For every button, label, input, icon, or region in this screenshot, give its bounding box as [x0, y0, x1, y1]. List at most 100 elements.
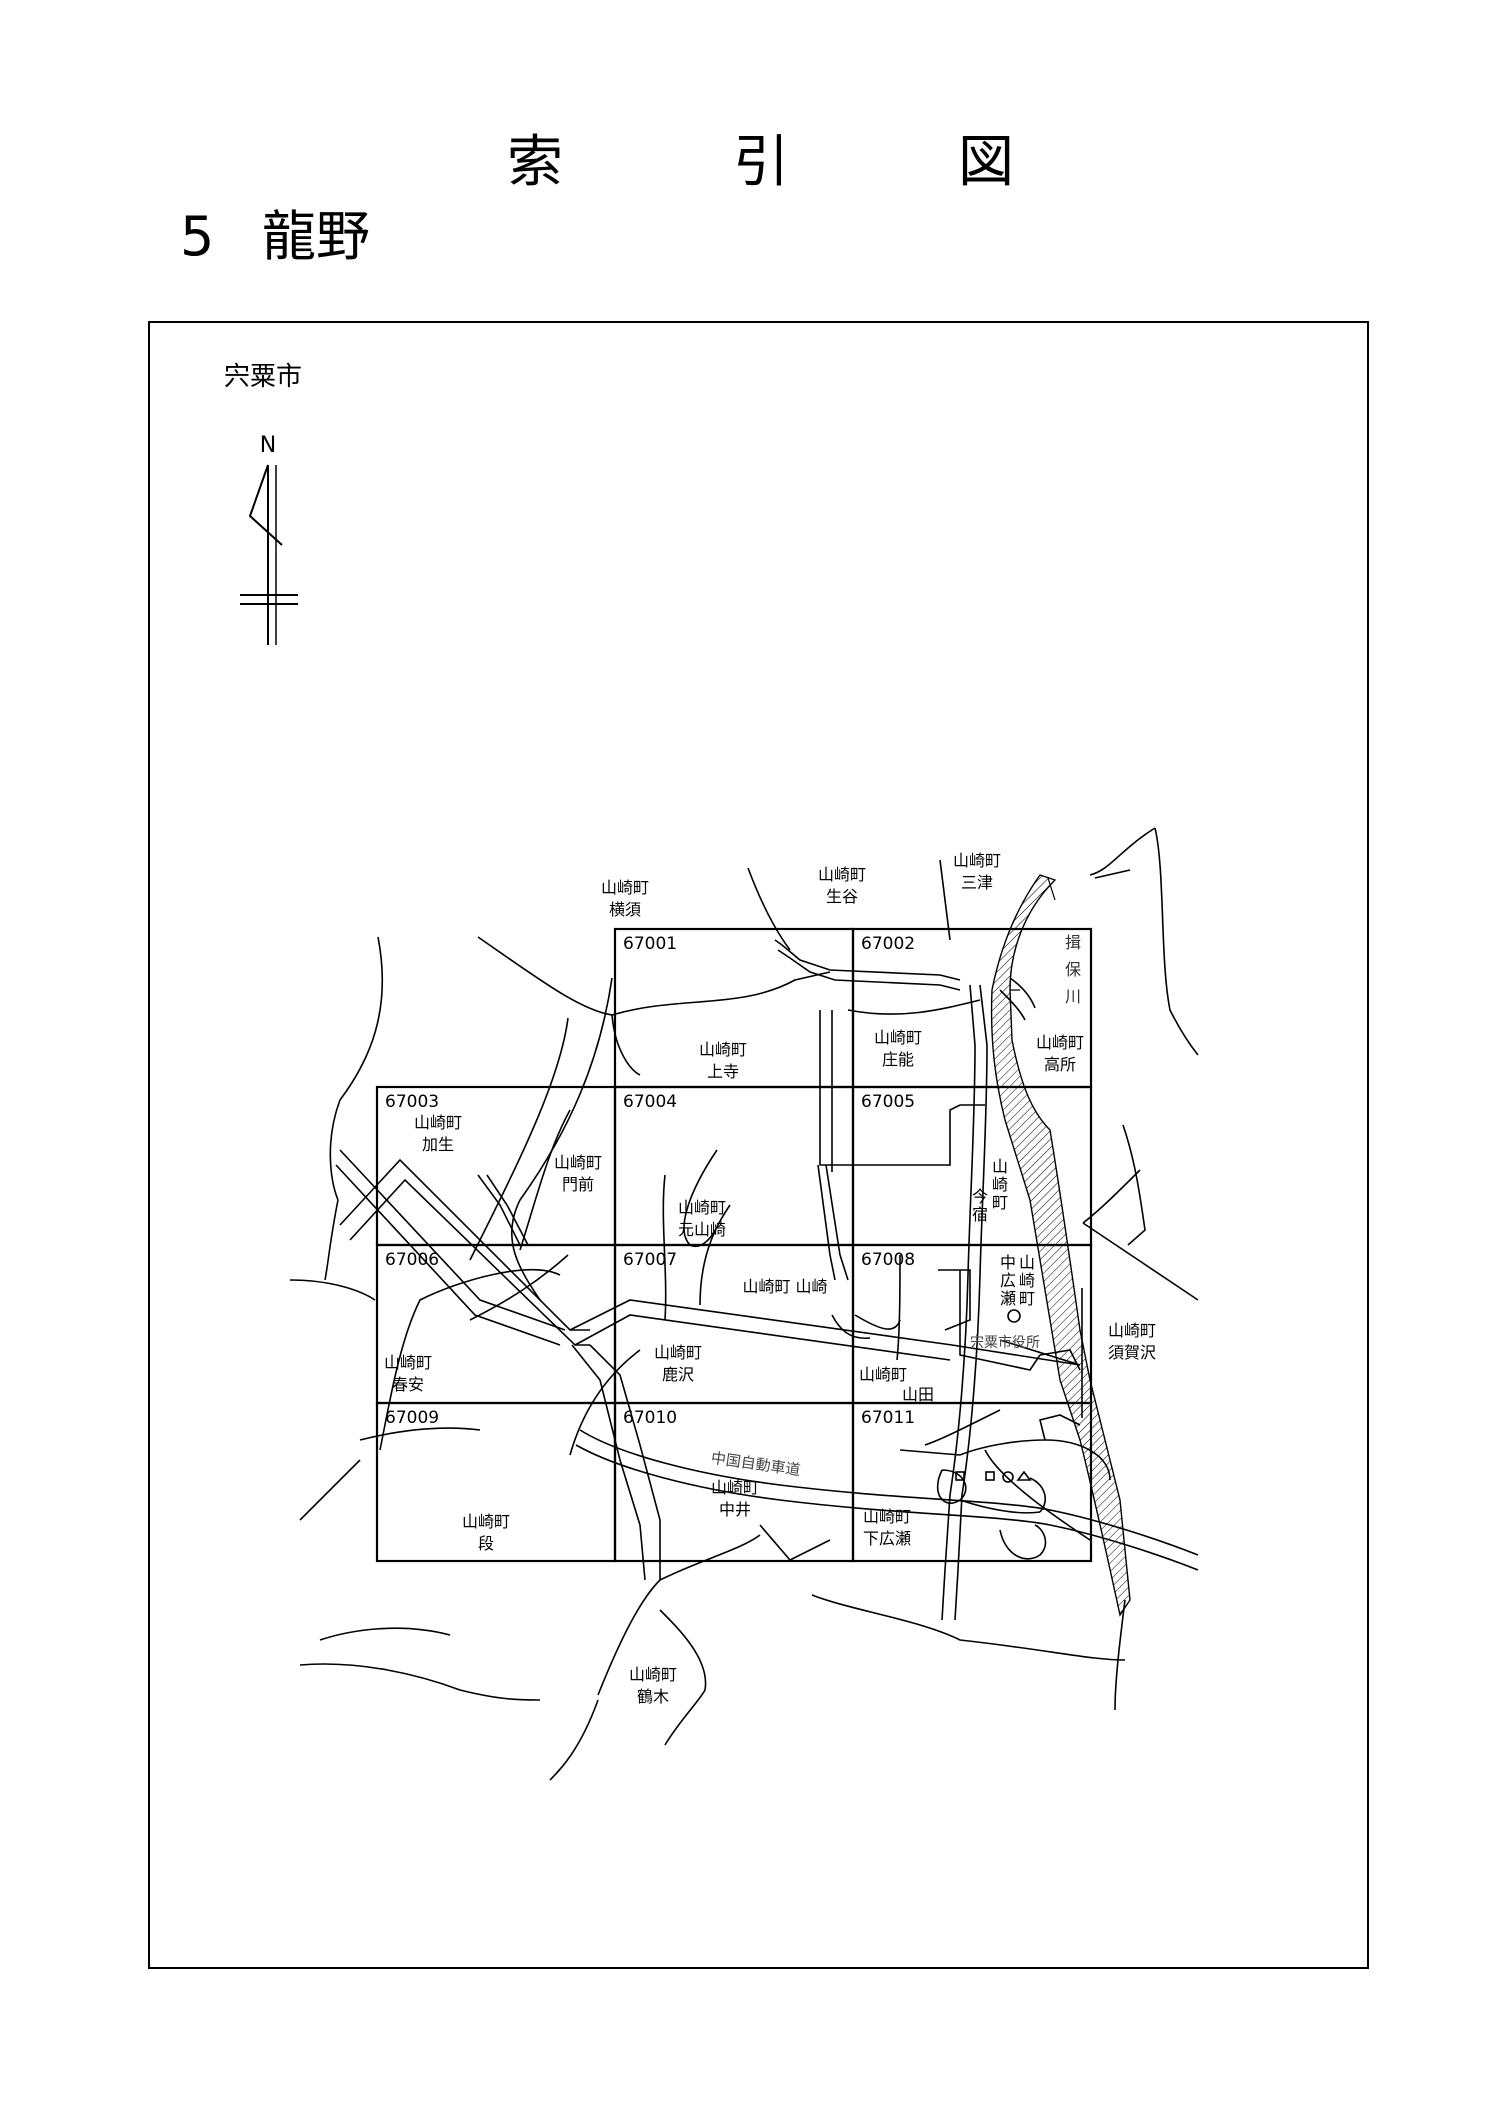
place-dan-line1: 山崎町 [462, 1512, 510, 1531]
place-takadokoro-line1: 山崎町 [1036, 1033, 1084, 1052]
grid-cell-id: 67001 [623, 934, 677, 954]
city-hall-label: 宍粟市役所 [970, 1334, 1040, 1351]
river-label: 揖 保 川 [1065, 933, 1081, 1006]
place-imajuku-v4: 今 [972, 1187, 988, 1206]
place-imajuku-v3: 町 [992, 1193, 1008, 1212]
place-shodani: 山崎町 生谷 [818, 865, 866, 906]
title-char-2: 引 [733, 130, 789, 195]
place-shono-line2: 庄能 [882, 1050, 914, 1069]
place-nakahirose: 山 崎 町 中 広 瀬 [1000, 1253, 1035, 1308]
place-nakahirose-v2: 崎 [1019, 1271, 1035, 1290]
grid-cell-id: 67003 [385, 1092, 439, 1112]
place-dan: 山崎町 段 [462, 1512, 510, 1553]
place-nakahirose-v5: 広 [1000, 1271, 1016, 1290]
place-shikasawa-line1: 山崎町 [654, 1343, 702, 1362]
grid-cell-id: 67008 [861, 1250, 915, 1270]
place-shikasawa: 山崎町 鹿沢 [654, 1343, 702, 1384]
river-label-2: 保 [1065, 960, 1081, 979]
place-shimohirose-line1: 山崎町 [863, 1507, 911, 1526]
place-kamidera-line1: 山崎町 [699, 1040, 747, 1059]
place-tsuruki-line1: 山崎町 [629, 1665, 677, 1684]
place-kamidera-line2: 上寺 [707, 1062, 739, 1081]
place-nakahirose-v1: 山 [1019, 1253, 1035, 1272]
city-label: 宍粟市 [224, 362, 303, 392]
place-motoyamazaki-line1: 山崎町 [678, 1198, 726, 1217]
place-mitsu-line2: 三津 [961, 873, 993, 892]
grid-cell-67011[interactable]: 67011 [851, 1401, 1093, 1563]
place-nakai-line1: 山崎町 [711, 1478, 759, 1497]
place-tsuruki-line2: 鶴木 [637, 1687, 669, 1706]
grid-cell-id: 67011 [861, 1408, 915, 1428]
grid-cell-id: 67010 [623, 1408, 677, 1428]
grid-cell-id: 67005 [861, 1092, 915, 1112]
place-yamada: 山崎町 山田 [859, 1365, 934, 1404]
place-dan-line2: 段 [478, 1534, 494, 1553]
place-mitsu: 山崎町 三津 [953, 851, 1001, 892]
place-imajuku-v2: 崎 [992, 1175, 1008, 1194]
grid-layer: 67001 67002 67003 67004 67005 67006 67007 67008… [375, 927, 1093, 1563]
place-imajuku-v5: 宿 [972, 1205, 988, 1224]
place-sugasawa: 山崎町 須賀沢 [1108, 1321, 1156, 1362]
place-mitsu-line1: 山崎町 [953, 851, 1001, 870]
place-shono: 山崎町 庄能 [874, 1028, 922, 1069]
place-takadokoro: 山崎町 高所 [1036, 1033, 1084, 1074]
place-monzen-line1: 山崎町 [554, 1153, 602, 1172]
place-motoyamazaki: 山崎町 元山崎 [678, 1198, 726, 1239]
place-shikasawa-line2: 鹿沢 [662, 1365, 694, 1384]
river-label-1: 揖 [1065, 933, 1081, 952]
map-frame [148, 321, 1369, 1969]
section-name: 龍野 [262, 205, 370, 268]
north-label: N [260, 433, 276, 458]
interchange [899, 1414, 1111, 1560]
place-labels: 山崎町 横須 山崎町 生谷 山崎町 三津 山崎町 上寺 山崎町 庄能 山崎町 高… [384, 851, 1156, 1706]
place-monzen: 山崎町 門前 [554, 1153, 602, 1194]
place-monzen-line2: 門前 [562, 1175, 594, 1194]
place-shimohirose: 山崎町 下広瀬 [863, 1507, 911, 1548]
place-yokosu-line1: 山崎町 [601, 878, 649, 897]
place-haruyasu: 山崎町 春安 [384, 1353, 432, 1394]
place-sugasawa-line2: 須賀沢 [1108, 1343, 1156, 1362]
place-nakahirose-v6: 瀬 [1000, 1289, 1016, 1308]
place-imajuku-v1: 山 [992, 1157, 1008, 1176]
place-yamazaki-line1: 山崎町 山崎 [742, 1277, 827, 1296]
place-kano-line1: 山崎町 [414, 1113, 462, 1132]
place-yamada-line2: 山田 [902, 1385, 934, 1404]
grid-cell-id: 67009 [385, 1408, 439, 1428]
grid-cell-67004[interactable]: 67004 [613, 1085, 855, 1247]
page-title: 索 引 図 [0, 128, 1500, 208]
place-haruyasu-line1: 山崎町 [384, 1353, 432, 1372]
place-yamazaki: 山崎町 山崎 [742, 1277, 827, 1296]
grid-cell-id: 67006 [385, 1250, 439, 1270]
place-yamada-line1: 山崎町 [859, 1365, 907, 1384]
section-number: 5 [180, 205, 215, 268]
grid-cell-id: 67002 [861, 934, 915, 954]
place-sugasawa-line1: 山崎町 [1108, 1321, 1156, 1340]
expressway-label: 中国自動車道 [710, 1449, 802, 1479]
place-nakai-line2: 中井 [719, 1500, 751, 1519]
title-char-1: 索 [507, 130, 563, 195]
place-kamidera: 山崎町 上寺 [699, 1040, 747, 1081]
place-yokosu: 山崎町 横須 [601, 878, 649, 919]
place-shodani-line1: 山崎町 [818, 865, 866, 884]
grid-cell-id: 67004 [623, 1092, 677, 1112]
place-tsuruki: 山崎町 鶴木 [629, 1665, 677, 1706]
grid-cell-border [851, 1401, 1093, 1563]
place-yokosu-line2: 横須 [609, 900, 641, 919]
title-char-3: 図 [958, 130, 1014, 195]
place-nakahirose-v3: 町 [1019, 1289, 1035, 1308]
place-nakahirose-v4: 中 [1000, 1253, 1016, 1272]
place-takadokoro-line2: 高所 [1044, 1055, 1076, 1074]
grid-cell-67007[interactable]: 67007 [613, 1243, 855, 1405]
place-nakai: 山崎町 中井 [711, 1478, 759, 1519]
place-motoyamazaki-line2: 元山崎 [678, 1220, 726, 1239]
city-hall-icon [1007, 1309, 1021, 1323]
grid-cell-id: 67007 [623, 1250, 677, 1270]
place-kano-line2: 加生 [422, 1135, 454, 1154]
place-imajuku: 山 崎 町 今 宿 [972, 1157, 1008, 1224]
place-shimohirose-line2: 下広瀬 [863, 1529, 911, 1548]
north-arrow-icon: N [240, 433, 298, 645]
place-shodani-line2: 生谷 [826, 887, 858, 906]
place-haruyasu-line2: 春安 [392, 1375, 424, 1394]
place-kano: 山崎町 加生 [414, 1113, 462, 1154]
